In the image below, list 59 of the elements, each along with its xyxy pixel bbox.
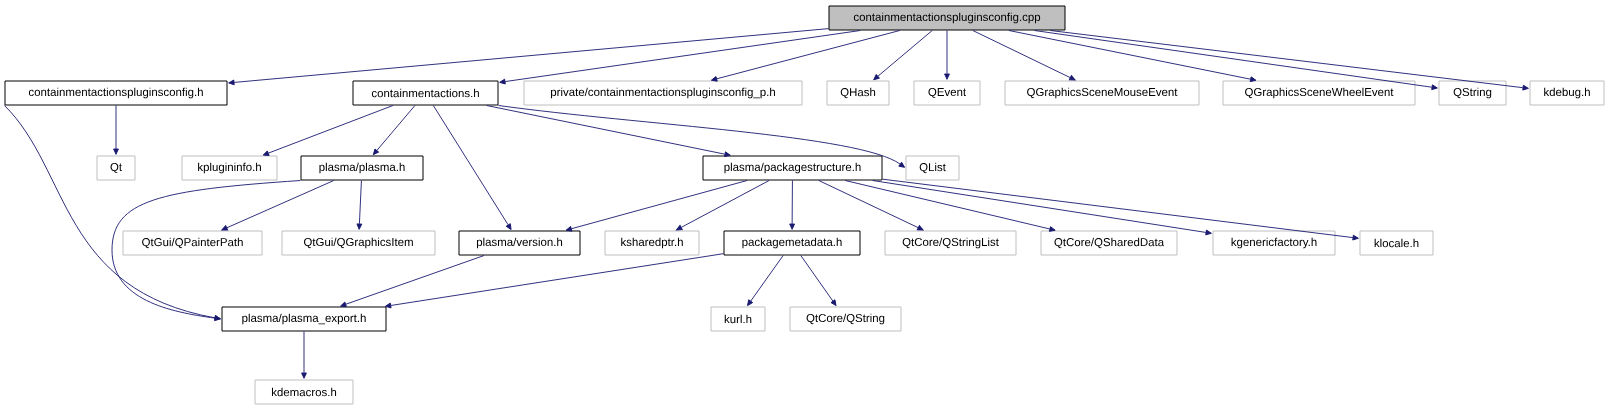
file-box: containmentactionspluginsconfig.cpp	[828, 5, 1066, 31]
arrow	[113, 105, 119, 155]
file-box: Qt	[96, 155, 136, 181]
file-box: kplugininfo.h	[181, 155, 278, 181]
arrow	[747, 255, 784, 307]
arrow	[384, 253, 724, 309]
arrow	[873, 30, 933, 81]
arrow	[340, 255, 485, 308]
arrow	[372, 105, 416, 156]
arrow	[111, 180, 301, 321]
arrow	[844, 180, 1056, 232]
file-box: QtGui/QGraphicsItem	[281, 230, 436, 256]
file-box: QString	[1438, 80, 1507, 106]
arrow	[1049, 30, 1529, 91]
arrow	[710, 30, 901, 82]
arrow	[4, 105, 221, 321]
arrow	[499, 30, 861, 85]
file-box: plasma/plasma_export.h	[221, 306, 387, 332]
arrow	[228, 28, 829, 86]
arrow	[872, 180, 1212, 236]
file-box: kdebug.h	[1529, 80, 1605, 106]
arrow	[486, 105, 731, 157]
file-box: ksharedptr.h	[604, 230, 700, 256]
arrow	[818, 180, 924, 231]
file-box: plasma/packagestructure.h	[702, 155, 883, 181]
arrow	[356, 180, 363, 230]
arrow	[262, 105, 394, 156]
arrow	[675, 180, 770, 231]
file-box: containmentactionspluginsconfig.h	[4, 80, 228, 106]
arrow	[565, 180, 748, 232]
file-box: QtCore/QString	[789, 306, 902, 332]
file-box: QEvent	[913, 80, 981, 106]
file-box: private/containmentactionspluginsconfig_p.h	[523, 80, 803, 106]
arrow	[944, 30, 950, 80]
file-box: kgenericfactory.h	[1212, 230, 1336, 256]
arrow	[1034, 30, 1438, 91]
arrow	[1008, 30, 1257, 83]
arrow	[301, 331, 307, 379]
arrow	[882, 178, 1359, 241]
arrow	[972, 30, 1076, 81]
file-box: klocale.h	[1359, 230, 1434, 256]
file-box: QHash	[826, 80, 890, 106]
file-box: kurl.h	[710, 306, 766, 332]
file-box: QGraphicsSceneWheelEvent	[1222, 80, 1416, 106]
file-box: kdemacros.h	[254, 379, 354, 405]
arrow	[432, 105, 512, 230]
file-box: QtGui/QPainterPath	[122, 230, 263, 256]
arrow	[498, 105, 906, 168]
file-box: containmentactions.h	[352, 80, 499, 106]
file-box: packagemetadata.h	[723, 230, 861, 256]
file-box: QtCore/QSharedData	[1040, 230, 1178, 256]
arrow	[800, 255, 837, 307]
file-box: plasma/plasma.h	[300, 155, 424, 181]
file-box: QGraphicsSceneMouseEvent	[1004, 80, 1200, 106]
arrow	[789, 180, 795, 230]
file-box: QtCore/QStringList	[884, 230, 1017, 256]
arrow	[221, 180, 335, 231]
file-box: plasma/version.h	[458, 230, 581, 256]
file-box: QList	[905, 155, 960, 181]
